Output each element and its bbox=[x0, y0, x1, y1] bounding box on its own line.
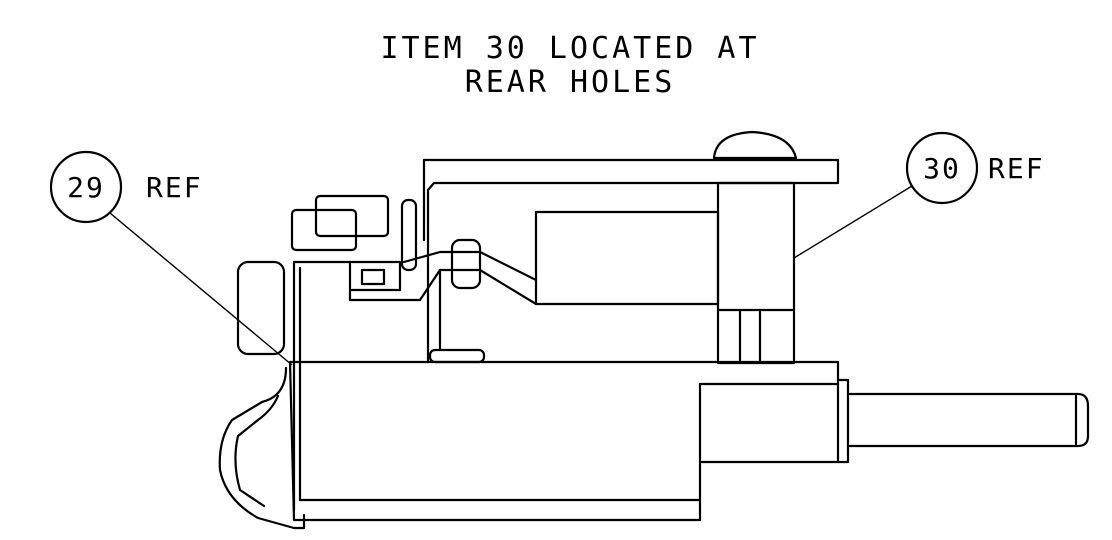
callout-30-leader bbox=[793, 185, 913, 259]
screw-head-left bbox=[290, 208, 358, 252]
callout-30-balloon bbox=[905, 131, 979, 205]
callout-29-suffix: REF bbox=[146, 171, 203, 204]
vertical-pin bbox=[716, 181, 796, 365]
latch-upper bbox=[402, 250, 538, 282]
note-line-1: ITEM 30 LOCATED AT bbox=[380, 31, 759, 66]
latch-lower bbox=[418, 268, 538, 306]
note-line-2: REAR HOLES bbox=[465, 65, 676, 100]
callout-29-balloon bbox=[49, 150, 123, 224]
callout-29-leader bbox=[109, 212, 293, 366]
latch-foot bbox=[428, 348, 486, 364]
top-plate bbox=[422, 158, 840, 232]
callout-30: 30 REF bbox=[793, 131, 1045, 259]
bracket-detail bbox=[360, 268, 386, 286]
rear-shaft bbox=[836, 378, 1090, 464]
left-knob bbox=[236, 260, 286, 356]
housing-top-step bbox=[292, 260, 422, 302]
callout-30-suffix: REF bbox=[988, 152, 1045, 185]
screw-head-right bbox=[314, 194, 390, 238]
small-bracket bbox=[348, 260, 402, 292]
latch-knob bbox=[450, 238, 482, 290]
front-lever-inner bbox=[234, 394, 280, 508]
callout-29-number: 29 bbox=[67, 171, 105, 204]
inner-block bbox=[534, 210, 720, 306]
bolt-head bbox=[712, 130, 798, 160]
spring-clip bbox=[400, 198, 418, 272]
callout-30-number: 30 bbox=[923, 152, 961, 185]
lower-housing bbox=[288, 360, 840, 522]
assembly-body bbox=[218, 130, 1090, 530]
front-lever bbox=[218, 366, 306, 530]
callout-29: 29 REF bbox=[49, 150, 293, 366]
